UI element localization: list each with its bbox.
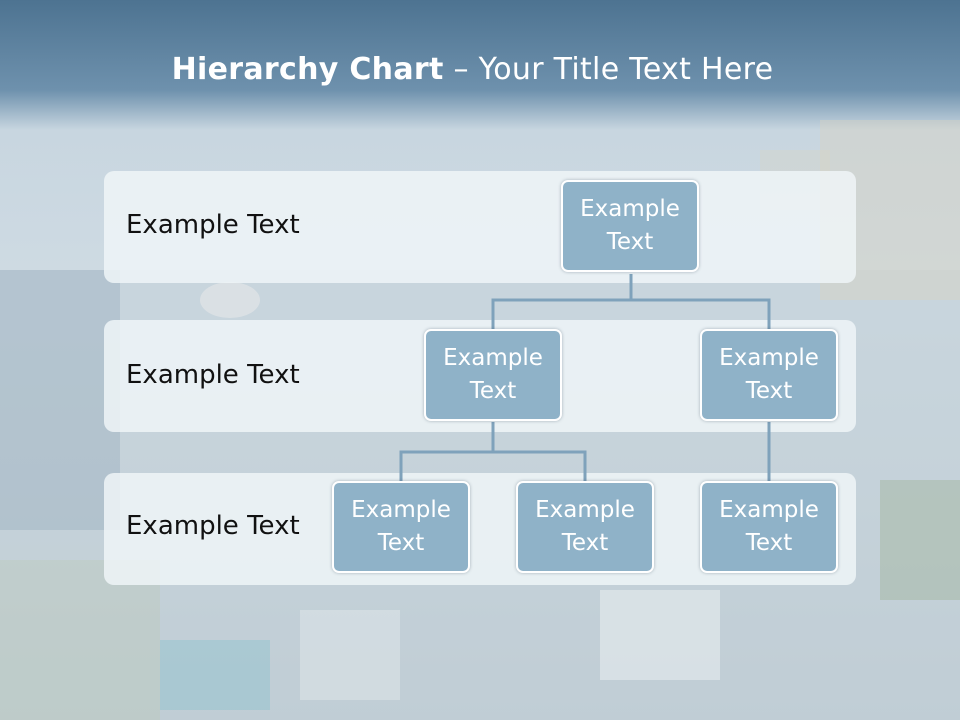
node-level3-3: Example Text [700,481,838,573]
node-level3-2: Example Text [516,481,654,573]
page-title: Hierarchy Chart – Your Title Text Here [0,52,945,87]
connector-root-left [491,274,633,329]
level-label-2: Example Text [126,360,300,390]
connector-root-right [631,298,771,329]
node-level2-right-line1: Example [719,345,819,371]
node-level3-1: Example Text [332,481,470,573]
node-level3-3-line1: Example [719,497,819,523]
node-level3-1-line1: Example [351,497,451,523]
node-level3-1-line2: Text [377,530,425,556]
node-level3-3-line2: Text [745,530,793,556]
level-label-1: Example Text [126,210,300,240]
node-root-line1: Example [580,196,680,222]
level-band-1 [104,171,856,283]
node-level2-right: Example Text [700,329,838,421]
node-root: Example Text [561,180,699,272]
node-level2-left-line2: Text [469,378,517,404]
title-bold: Hierarchy Chart [171,52,444,87]
title-rest: – Your Title Text Here [443,52,774,87]
node-level3-2-line1: Example [535,497,635,523]
level-label-3: Example Text [126,511,300,541]
node-level3-2-line2: Text [561,530,609,556]
node-root-line2: Text [606,229,654,255]
node-level2-left-line1: Example [443,345,543,371]
node-level2-left: Example Text [424,329,562,421]
connector-left-child2 [493,450,587,481]
connector-left-child1 [399,422,495,481]
node-level2-right-line2: Text [745,378,793,404]
